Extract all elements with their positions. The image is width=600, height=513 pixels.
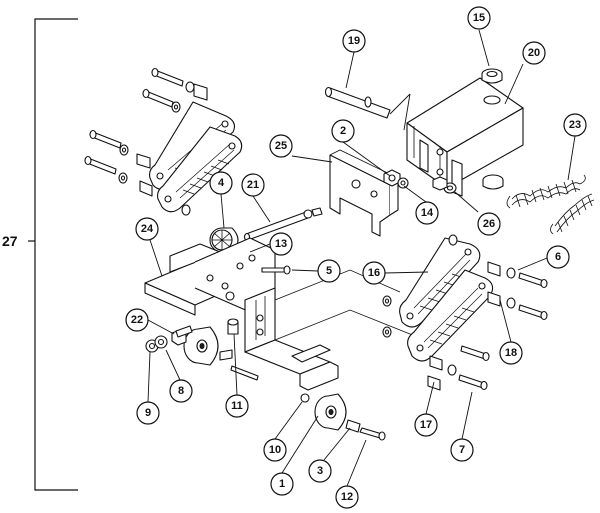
callout-11-label: 11 — [231, 400, 243, 412]
nut-group-2-14 — [383, 169, 457, 194]
wheel-lower — [314, 393, 347, 431]
spring-23 — [506, 174, 595, 235]
shaft-21 — [243, 207, 323, 242]
callout-17: 17 — [414, 413, 438, 437]
cap-small — [482, 174, 504, 190]
callout-18: 18 — [499, 341, 523, 365]
lower-link-arm-bottom — [407, 269, 494, 362]
callout-16-label: 16 — [368, 267, 380, 279]
lower-link-arm-top — [399, 237, 481, 328]
callout-19: 19 — [342, 29, 366, 53]
main-frame — [244, 269, 421, 391]
callout-5: 5 — [317, 259, 341, 283]
callout-2-label: 2 — [340, 125, 346, 137]
motor-housing-20 — [406, 77, 524, 197]
callout-25-label: 25 — [275, 140, 287, 152]
callout-6-label: 6 — [555, 251, 561, 263]
callout-18-label: 18 — [505, 347, 517, 359]
hardware-group-left — [145, 325, 193, 353]
upper-link-arm-assembly — [84, 67, 243, 216]
callout-23-label: 23 — [569, 119, 581, 131]
callout-26: 26 — [477, 212, 501, 236]
callout-22: 22 — [125, 308, 149, 332]
callout-2: 2 — [331, 119, 355, 143]
upper-link-arm-bottom — [157, 126, 243, 216]
callout-9: 9 — [136, 401, 160, 425]
base-plate-24 — [144, 237, 276, 316]
callout-22-label: 22 — [131, 314, 143, 326]
callout-24-label: 24 — [141, 223, 154, 235]
callout-10: 10 — [263, 438, 287, 462]
callout-24: 24 — [135, 217, 159, 241]
callout-1: 1 — [270, 472, 294, 496]
bolt-12-3 — [345, 419, 386, 441]
pin-19 — [324, 86, 411, 131]
callout-12: 12 — [335, 485, 359, 509]
callout-14: 14 — [415, 201, 439, 225]
screw-5 — [261, 265, 291, 275]
washers-upper-left — [118, 81, 208, 197]
callout-23: 23 — [563, 113, 587, 137]
callout-6: 6 — [546, 245, 570, 269]
callout-10-label: 10 — [269, 444, 281, 456]
callout-7-label: 7 — [459, 444, 465, 456]
callout-21-label: 21 — [247, 179, 259, 191]
callout-21: 21 — [241, 173, 265, 197]
bolts-lower-right — [458, 272, 548, 391]
assembly-bracket: 27 — [2, 18, 78, 491]
callout-11: 11 — [225, 394, 249, 418]
callout-13: 13 — [269, 232, 293, 256]
wheel-upper — [183, 326, 219, 366]
callout-8-label: 8 — [178, 385, 184, 397]
callout-16: 16 — [362, 261, 386, 285]
callout-9-label: 9 — [145, 407, 151, 419]
callout-5-label: 5 — [326, 265, 332, 277]
callout-19-label: 19 — [348, 35, 360, 47]
washers-lower-right — [382, 234, 516, 391]
callout-3-label: 3 — [317, 465, 323, 477]
assembly-number-label: 27 — [2, 233, 18, 249]
callout-3: 3 — [308, 459, 332, 483]
callout-13-label: 13 — [275, 238, 287, 250]
leader-lines — [147, 29, 576, 487]
callout-8: 8 — [169, 379, 193, 403]
callout-14-label: 14 — [421, 207, 434, 219]
callout-1-label: 1 — [279, 478, 285, 490]
callout-7: 7 — [450, 438, 474, 462]
cap-15 — [481, 68, 503, 84]
washer-10 — [300, 393, 310, 403]
callout-15: 15 — [467, 6, 491, 30]
callout-15-label: 15 — [473, 12, 485, 24]
callout-17-label: 17 — [420, 419, 432, 431]
bolt-11 — [219, 318, 259, 381]
callout-26-label: 26 — [483, 218, 495, 230]
mount-bracket-25 — [329, 149, 399, 237]
callout-20-label: 20 — [528, 47, 540, 59]
callout-4-label: 4 — [218, 177, 225, 189]
callout-25: 25 — [269, 134, 293, 158]
callout-20: 20 — [522, 41, 546, 65]
callout-4: 4 — [209, 171, 233, 195]
callout-12-label: 12 — [341, 491, 353, 503]
